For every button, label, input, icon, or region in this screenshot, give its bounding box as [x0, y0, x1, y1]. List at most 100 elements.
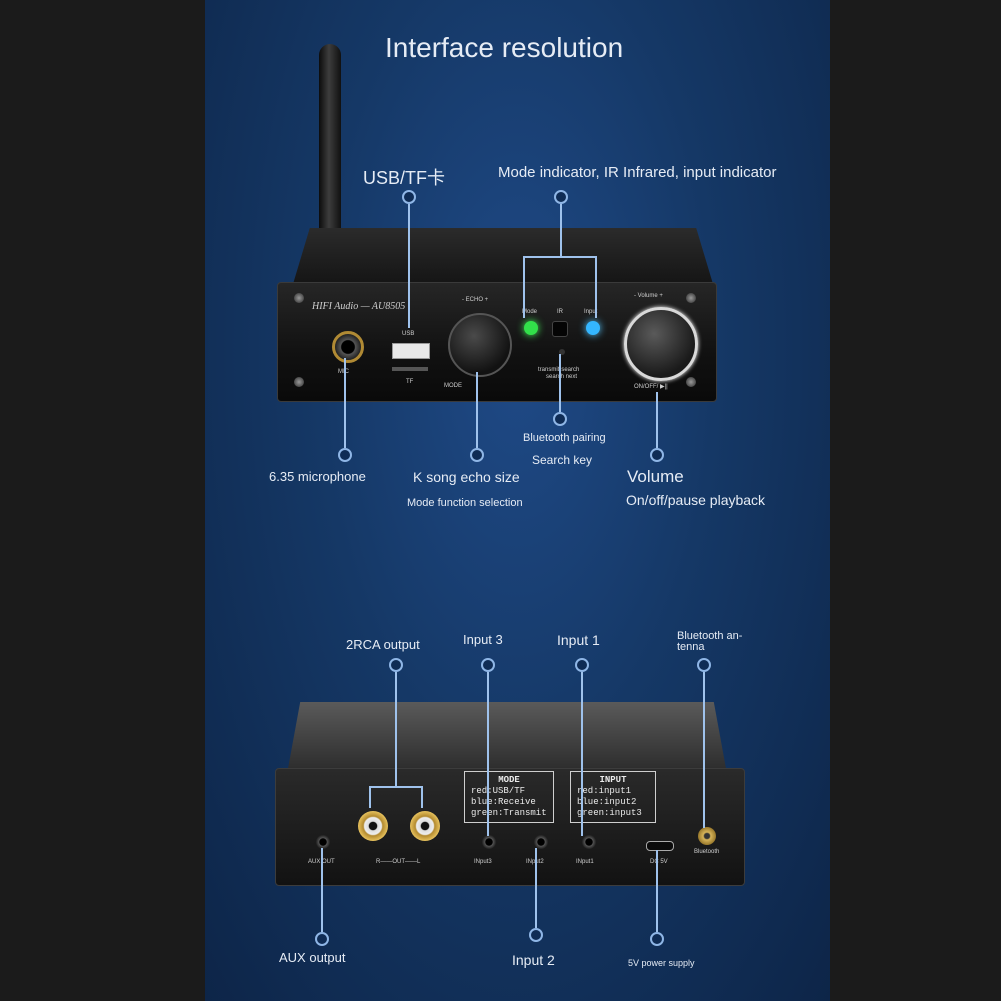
transmit-text: transmit-search — [538, 367, 579, 373]
left-border — [0, 0, 205, 1001]
input-box-title: INPUT — [599, 775, 627, 785]
onoff-label: On/off/pause playback — [626, 492, 766, 508]
input2-jack — [534, 835, 548, 849]
rca-left-line — [421, 786, 423, 808]
antenna — [319, 44, 341, 244]
input-box-line: red:input1 — [577, 786, 632, 796]
bt-antenna-label-1: Bluetooth an- — [677, 630, 743, 642]
mode-box-line: blue:Receive — [471, 797, 536, 807]
input3-text: INput3 — [474, 859, 492, 865]
input3-jack — [482, 835, 496, 849]
bt-antenna-marker — [697, 658, 711, 672]
rca-right-line — [369, 786, 371, 808]
aux-line — [321, 848, 323, 932]
bt-antenna-port — [698, 827, 716, 845]
search-next-text: search next — [546, 374, 578, 380]
rca-marker — [389, 658, 403, 672]
page-title: Interface resolution — [385, 32, 624, 63]
echo-text: - ECHO + — [462, 297, 489, 303]
input-box-line: blue:input2 — [577, 797, 637, 807]
tf-slot — [392, 367, 428, 371]
usb-tf-marker — [402, 190, 416, 204]
aux-marker — [315, 932, 329, 946]
rca-output-label: 2RCA output — [346, 637, 420, 652]
mic-marker — [338, 448, 352, 462]
input1-label: Input 1 — [557, 632, 600, 648]
aux-output-label: AUX output — [279, 950, 346, 965]
volume-knob — [624, 307, 698, 381]
mode-indicator-marker — [554, 190, 568, 204]
input1-marker — [575, 658, 589, 672]
input1-line — [581, 672, 583, 836]
input3-marker — [481, 658, 495, 672]
right-border — [830, 0, 1001, 1001]
ir-text: IR — [557, 309, 563, 315]
bt-text: Bluetooth — [694, 849, 720, 855]
dc-text: DC 5V — [650, 859, 668, 865]
mic-text: MIC — [338, 369, 349, 375]
rear-panel: MODE red:USB/TF blue:Receive green:Trans… — [275, 768, 745, 886]
front-panel: HIFI Audio — AU8505 MIC USB TF - ECHO + … — [277, 282, 717, 402]
front-device-top — [293, 228, 713, 284]
bt-antenna-line — [703, 672, 705, 828]
pairing-line — [559, 354, 561, 412]
rca-right — [358, 811, 388, 841]
rca-bar — [369, 786, 423, 788]
mode-function-label: Mode function selection — [407, 497, 523, 509]
pairing-button — [559, 349, 565, 355]
power-marker — [650, 932, 664, 946]
mode-indicator-bar — [523, 256, 597, 258]
dc-port — [646, 841, 674, 851]
mode-indicator-stem — [560, 204, 562, 256]
mode-led-text: Mode — [522, 309, 538, 315]
rca-stem — [395, 672, 397, 786]
ir-sensor — [552, 321, 568, 337]
rear-device-top — [287, 702, 727, 774]
volume-text: - Volume + — [634, 293, 663, 299]
volume-marker — [650, 448, 664, 462]
mode-led — [524, 321, 538, 335]
mode-indicator-label: Mode indicator, IR Infrared, input indic… — [498, 164, 777, 181]
mode-box: MODE red:USB/TF blue:Receive green:Trans… — [464, 771, 554, 823]
microphone-label: 6.35 microphone — [269, 469, 366, 484]
input1-text: INput1 — [576, 859, 594, 865]
out-text: R——OUT——L — [376, 859, 421, 865]
aux-out-jack — [316, 835, 330, 849]
mode-knob-text: MODE — [444, 383, 462, 389]
input-led-line — [595, 256, 597, 318]
input2-text: INput2 — [526, 859, 544, 865]
input3-label: Input 3 — [463, 632, 503, 647]
echo-knob — [448, 313, 512, 377]
mic-jack — [332, 331, 364, 363]
pairing-marker — [553, 412, 567, 426]
brand-label: HIFI Audio — AU8505 — [312, 301, 406, 312]
input2-line — [535, 848, 537, 928]
power-supply-label: 5V power supply — [628, 958, 695, 968]
volume-line — [656, 392, 658, 448]
echo-line — [476, 372, 478, 448]
tf-text: TF — [406, 379, 414, 385]
bt-antenna-label-2: tenna — [677, 641, 705, 653]
usb-tf-label: USB/TF卡 — [363, 168, 446, 188]
mode-box-line: red:USB/TF — [471, 786, 526, 796]
usb-text: USB — [402, 331, 415, 337]
mode-led-line — [523, 256, 525, 318]
mode-box-line: green:Transmit — [471, 808, 547, 818]
diagram-panel: Interface resolution HIFI Audio — AU8505… — [205, 0, 830, 1001]
input-led-text: Input — [584, 309, 598, 315]
usb-port — [392, 343, 430, 359]
input3-line — [487, 672, 489, 836]
onoff-text: ON/OFF/ ▶|| — [634, 384, 668, 390]
input2-marker — [529, 928, 543, 942]
input1-jack — [582, 835, 596, 849]
input-box-line: green:input3 — [577, 808, 642, 818]
bt-pairing-label: Bluetooth pairing — [523, 432, 606, 444]
input-led — [586, 321, 600, 335]
input-box: INPUT red:input1 blue:input2 green:input… — [570, 771, 656, 823]
search-key-label: Search key — [532, 453, 593, 467]
power-line — [656, 850, 658, 932]
input2-label: Input 2 — [512, 952, 555, 968]
mic-line — [344, 358, 346, 448]
rca-left — [410, 811, 440, 841]
echo-marker — [470, 448, 484, 462]
